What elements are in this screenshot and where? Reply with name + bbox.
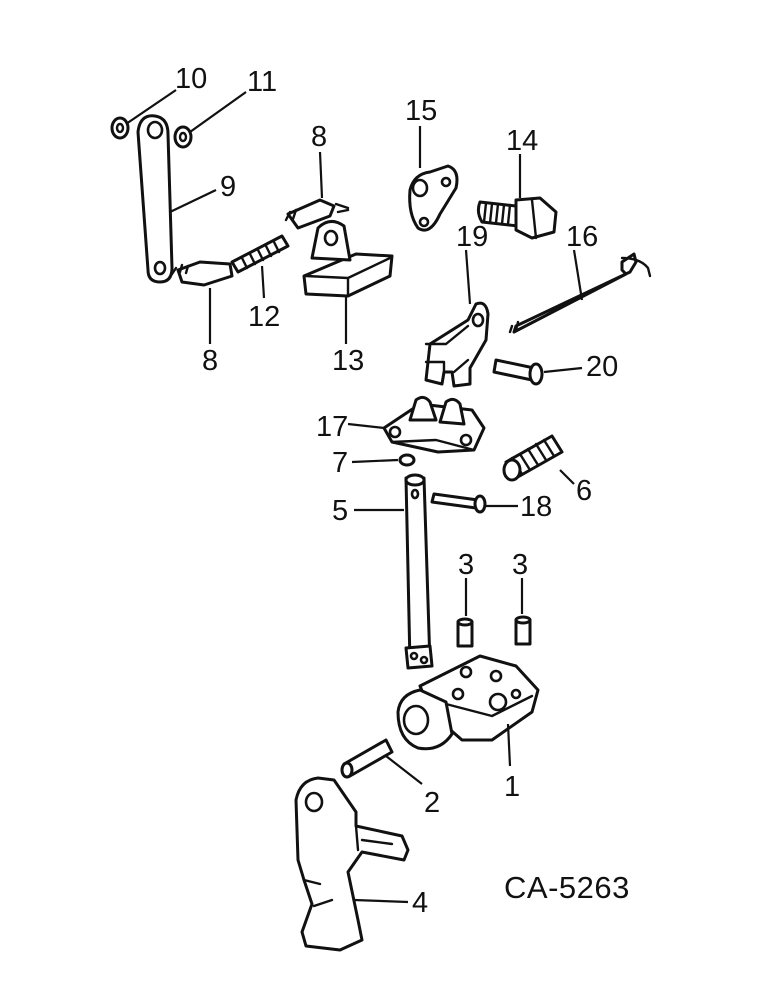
callout-12: 12 (248, 301, 280, 333)
callout-4: 4 (412, 887, 428, 919)
bolt-part-14 (476, 196, 558, 240)
arm-part-15 (408, 164, 459, 232)
callout-20: 20 (586, 351, 618, 383)
fork-part-4 (294, 776, 410, 952)
callout-8-lower: 8 (202, 345, 218, 377)
callout-18: 18 (520, 491, 552, 523)
callout-13: 13 (332, 345, 364, 377)
pin-part-2 (340, 738, 394, 779)
callout-8-upper: 8 (311, 121, 327, 153)
clevis-part-19 (424, 301, 490, 388)
ball-joint-part-8-lower (170, 260, 234, 287)
callout-9: 9 (220, 171, 236, 203)
rod-part-16 (508, 252, 652, 334)
callout-15: 15 (405, 95, 437, 127)
callout-14: 14 (506, 125, 538, 157)
callout-19: 19 (456, 221, 488, 253)
washer-part-10 (110, 116, 130, 140)
callout-1: 1 (504, 771, 520, 803)
dowel-part-3-left (456, 617, 474, 648)
support-part-17 (382, 395, 486, 454)
callout-5: 5 (332, 495, 348, 527)
callout-10: 10 (175, 63, 207, 95)
rod-part-12 (230, 234, 290, 274)
callout-labels: 10 11 9 8 8 12 13 15 14 16 19 20 17 7 6 … (175, 63, 618, 919)
figure-code: CA-5263 (504, 870, 630, 905)
callout-6: 6 (576, 475, 592, 507)
washer-part-11 (173, 125, 193, 149)
ball-joint-part-8-upper (284, 198, 350, 230)
callout-2: 2 (424, 787, 440, 819)
dowel-part-3-right (514, 615, 532, 646)
callout-17: 17 (316, 411, 348, 443)
callout-16: 16 (566, 221, 598, 253)
bracket-part-13 (302, 220, 394, 298)
link-part-9 (136, 114, 174, 284)
washer-part-7 (398, 453, 416, 467)
leader-lines (125, 89, 584, 904)
pin-part-18 (430, 492, 487, 514)
callout-11: 11 (247, 66, 277, 98)
callout-3-right: 3 (512, 549, 528, 581)
callout-7: 7 (332, 447, 348, 479)
pin-part-20 (492, 358, 544, 386)
callout-3-left: 3 (458, 549, 474, 581)
shaft-part-5 (404, 473, 434, 670)
spring-part-6 (502, 434, 564, 482)
housing-part-1 (396, 654, 540, 751)
